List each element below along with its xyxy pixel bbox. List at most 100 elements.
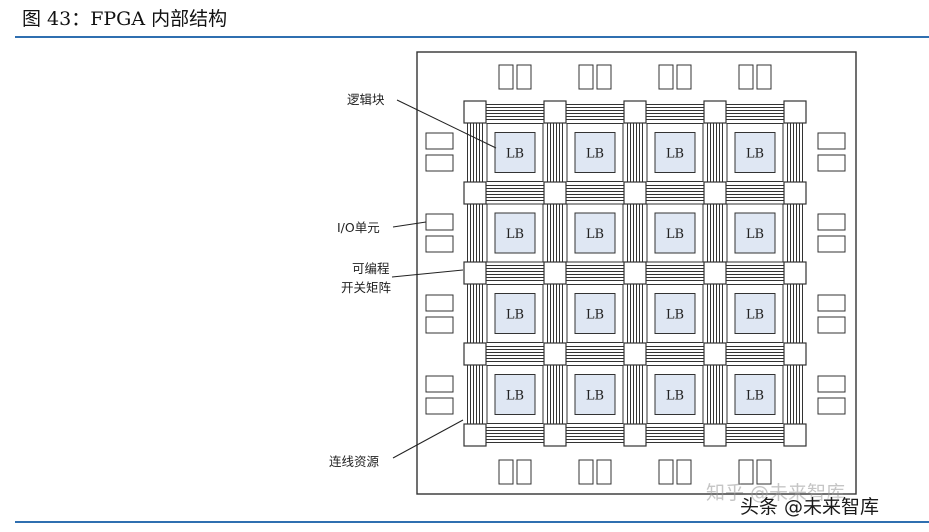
- switch-matrix: [703, 181, 727, 205]
- io-unit-right: [817, 316, 846, 334]
- switch-matrix: [703, 423, 727, 447]
- switch-matrix: [463, 181, 487, 205]
- switch-matrix: [543, 261, 567, 285]
- logic-block-label: LB: [746, 308, 764, 323]
- switch-matrix: [623, 423, 647, 447]
- io-unit-left: [425, 132, 454, 150]
- callout-switch-matrix-line1: 可编程: [352, 261, 390, 276]
- io-unit-left: [425, 294, 454, 312]
- io-unit-right: [817, 294, 846, 312]
- callout-io-unit: I/O单元: [337, 220, 380, 235]
- io-unit-top: [596, 64, 612, 90]
- io-unit-bottom: [596, 459, 612, 485]
- logic-block-label: LB: [666, 147, 684, 162]
- io-unit-top: [578, 64, 594, 90]
- logic-block: [734, 132, 776, 173]
- callout-logic-block: 逻辑块: [347, 92, 385, 107]
- logic-block: [654, 374, 696, 415]
- io-unit-right: [817, 132, 846, 150]
- switch-matrix: [463, 423, 487, 447]
- switch-matrix: [783, 342, 807, 366]
- logic-block-label: LB: [586, 389, 604, 404]
- logic-block-label: LB: [746, 227, 764, 242]
- io-unit-right: [817, 397, 846, 415]
- io-unit-bottom: [738, 459, 754, 485]
- logic-block-label: LB: [586, 147, 604, 162]
- io-unit-top: [516, 64, 532, 90]
- logic-block-label: LB: [586, 227, 604, 242]
- callout-labels: 逻辑块 I/O单元 可编程 开关矩阵 连线资源: [329, 92, 392, 469]
- io-unit-top: [738, 64, 754, 90]
- logic-block: [494, 132, 536, 173]
- switch-matrix: [623, 261, 647, 285]
- switch-matrix: [703, 342, 727, 366]
- switch-matrix: [463, 100, 487, 124]
- switch-matrix: [543, 181, 567, 205]
- logic-block: [494, 293, 536, 334]
- switch-matrix: [463, 342, 487, 366]
- switch-matrix: [703, 100, 727, 124]
- switch-matrix: [543, 342, 567, 366]
- io-unit-bottom: [756, 459, 772, 485]
- io-unit-top: [676, 64, 692, 90]
- io-unit-right: [817, 213, 846, 231]
- logic-block: [494, 374, 536, 415]
- callout-leader: [391, 269, 464, 278]
- io-unit-left: [425, 316, 454, 334]
- logic-block: [734, 293, 776, 334]
- callout-interconnect: 连线资源: [329, 454, 380, 469]
- logic-block-label: LB: [666, 308, 684, 323]
- io-unit-left: [425, 235, 454, 253]
- logic-block-label: LB: [506, 227, 524, 242]
- switch-matrix: [703, 261, 727, 285]
- callout-leaders: [391, 99, 497, 459]
- io-unit-top: [498, 64, 514, 90]
- io-unit-right: [817, 375, 846, 393]
- io-unit-top: [658, 64, 674, 90]
- logic-block: [574, 132, 616, 173]
- io-unit-top: [756, 64, 772, 90]
- caption-rule: [15, 36, 929, 38]
- switch-matrix: [783, 261, 807, 285]
- logic-block: [734, 212, 776, 254]
- switch-matrices: [463, 100, 807, 447]
- io-unit-bottom: [676, 459, 692, 485]
- io-unit-bottom: [578, 459, 594, 485]
- logic-block: [574, 374, 616, 415]
- io-unit-left: [425, 154, 454, 172]
- callout-switch-matrix-line2: 开关矩阵: [341, 280, 392, 295]
- io-unit-left: [425, 375, 454, 393]
- io-unit-left: [425, 213, 454, 231]
- logic-block: [654, 132, 696, 173]
- callout-leader: [392, 419, 464, 459]
- logic-block: [654, 212, 696, 254]
- watermark-toutiao: 头条 @未来智库: [740, 496, 880, 518]
- logic-block-label: LB: [666, 227, 684, 242]
- logic-block: [574, 293, 616, 334]
- logic-block-label: LB: [746, 389, 764, 404]
- switch-matrix: [783, 423, 807, 447]
- switch-matrix: [623, 181, 647, 205]
- switch-matrix: [543, 100, 567, 124]
- figure-caption: 图 43：FPGA 内部结构: [22, 8, 228, 30]
- bottom-rule: [15, 521, 929, 523]
- io-unit-bottom: [498, 459, 514, 485]
- io-unit-left: [425, 397, 454, 415]
- logic-block-label: LB: [506, 308, 524, 323]
- logic-block: [494, 212, 536, 254]
- logic-block-label: LB: [666, 389, 684, 404]
- switch-matrix: [623, 342, 647, 366]
- logic-block-label: LB: [506, 147, 524, 162]
- logic-block-label: LB: [586, 308, 604, 323]
- switch-matrix: [463, 261, 487, 285]
- switch-matrix: [783, 100, 807, 124]
- logic-block: [574, 212, 616, 254]
- switch-matrix: [543, 423, 567, 447]
- watermark-zhihu: 知乎 @未来智库: [706, 482, 846, 504]
- switch-matrix: [623, 100, 647, 124]
- io-unit-right: [817, 154, 846, 172]
- logic-block: [734, 374, 776, 415]
